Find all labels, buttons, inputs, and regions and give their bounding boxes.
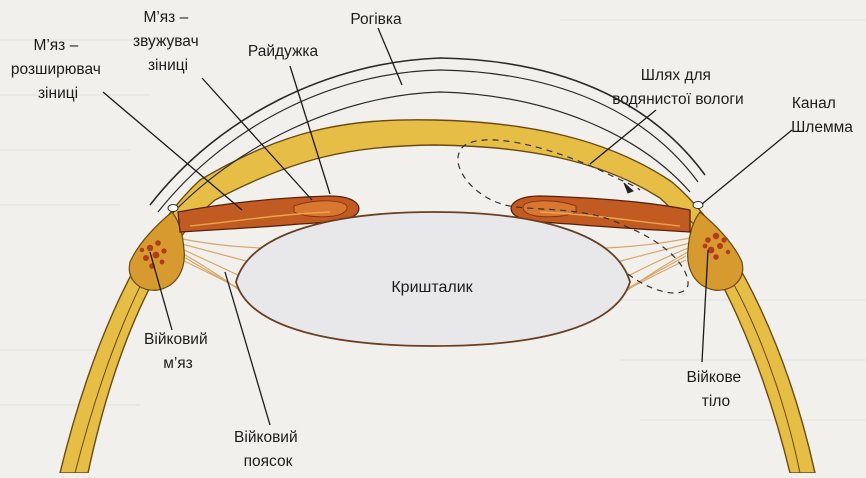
label-lens: Кришталик (391, 279, 473, 296)
label-iris: Райдужка (248, 43, 319, 60)
label-lens-line1: Кришталик (391, 279, 473, 296)
label-aqueous-line2: водянистої вологи (612, 91, 743, 108)
label-dilator-line3: зіниці (38, 85, 78, 102)
label-schlemm-line1: Канал (792, 95, 836, 112)
label-ciliary-body-line1: Війкове (686, 369, 741, 386)
label-zonule-line2: поясок (244, 453, 293, 470)
label-iris-line1: Райдужка (248, 43, 319, 60)
label-aqueous-line1: Шлях для (641, 67, 711, 84)
label-schlemm-line2: Шлемма (791, 119, 853, 136)
label-sphincter-line1: М’яз – (143, 9, 188, 26)
schlemm-canal-right (693, 202, 703, 209)
label-zonule-line1: Війковий (234, 429, 298, 446)
label-sphincter-line3: зіниці (148, 57, 188, 74)
label-ciliary-muscle-line2: м’яз (163, 355, 193, 372)
label-dilator-line1: М’яз – (33, 37, 78, 54)
label-cornea-line1: Рогівка (350, 11, 402, 28)
label-ciliary-body-line2: тіло (702, 393, 730, 410)
schlemm-canal-left (168, 205, 178, 212)
label-cornea: Рогівка (350, 11, 402, 28)
label-dilator-line2: розширювач (11, 61, 101, 78)
label-sphincter-line2: звужувач (133, 33, 199, 50)
label-ciliary-muscle-line1: Війковий (144, 331, 208, 348)
